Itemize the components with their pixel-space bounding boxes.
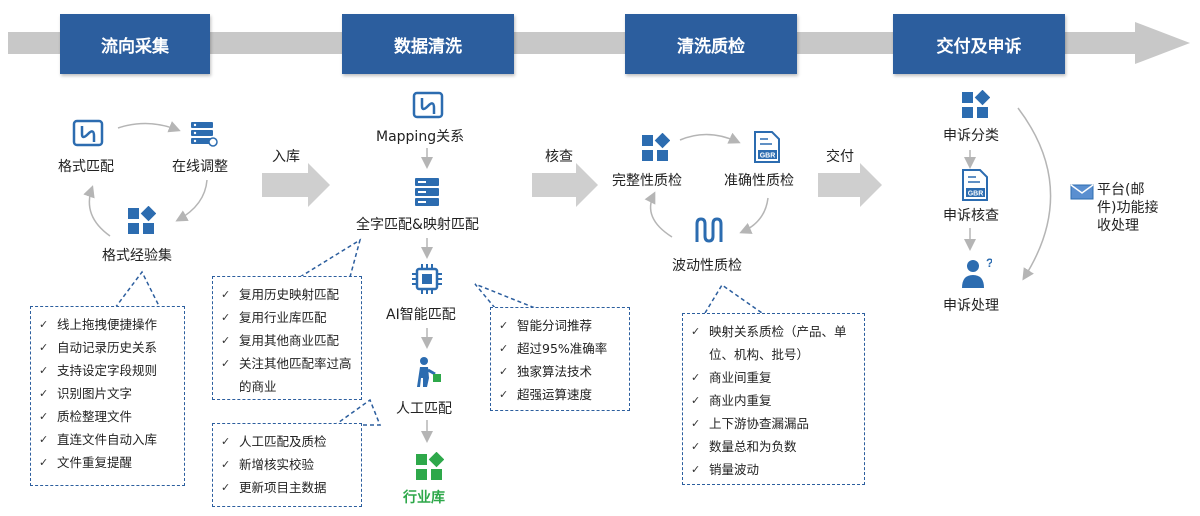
appeal-classify-label: 申诉分类 — [943, 128, 999, 144]
deliver-arrow — [818, 163, 882, 207]
appeal-classify-icon — [962, 90, 990, 118]
accuracy-label: 准确性质检 — [724, 173, 794, 189]
list-item: 超过95%准确率 — [499, 337, 621, 360]
stage-data-cleaning: 数据清洗 — [342, 14, 514, 74]
qa-features-box: 映射关系质检（产品、单位、机构、批号） 商业间重复 商业内重复 上下游协查漏漏品… — [682, 313, 865, 485]
stage-delivery-appeal: 交付及申诉 — [893, 14, 1065, 74]
list-item: 超强运算速度 — [499, 383, 621, 406]
online-adjust-label: 在线调整 — [172, 159, 228, 175]
wave-icon — [695, 217, 723, 243]
list-item: 文件重复提醒 — [39, 451, 176, 474]
list-item: 线上拖拽便捷操作 — [39, 313, 176, 336]
question-mark: ? — [986, 256, 992, 270]
support-person-icon: ? — [962, 256, 992, 288]
list-item: 数量总和为负数 — [691, 435, 856, 458]
format-match-label: 格式匹配 — [58, 159, 114, 175]
platform-handling-text: 平台(邮件)功能接收处理 — [1097, 182, 1159, 234]
list-item: 复用历史映射匹配 — [221, 283, 353, 306]
list-item: 支持设定字段规则 — [39, 359, 176, 382]
ai-match-label: AI智能匹配 — [386, 307, 456, 323]
manual-worker-icon — [417, 357, 441, 387]
list-item: 直连文件自动入库 — [39, 428, 176, 451]
list-item: 商业间重复 — [691, 366, 856, 389]
ai-features-box: 智能分词推荐 超过95%准确率 独家算法技术 超强运算速度 — [490, 307, 630, 411]
industry-library-label: 行业库 — [403, 490, 445, 506]
gbr-text: GBR — [968, 191, 984, 198]
store-label: 入库 — [272, 149, 300, 165]
database-icon — [415, 178, 439, 206]
experience-grid-icon — [128, 206, 156, 234]
server-adjust-icon — [191, 122, 218, 147]
stage-cleaning-qa: 清洗质检 — [625, 14, 797, 74]
manual-match-label: 人工匹配 — [396, 401, 452, 417]
collection-features-box: 线上拖拽便捷操作 自动记录历史关系 支持设定字段规则 识别图片文字 质检整理文件… — [30, 306, 185, 486]
list-item: 复用行业库匹配 — [221, 306, 353, 329]
check-arrow — [532, 163, 598, 207]
ai-chip-icon — [412, 264, 442, 294]
completeness-label: 完整性质检 — [612, 173, 682, 189]
list-item: 上下游协查漏漏品 — [691, 412, 856, 435]
format-experience-label: 格式经验集 — [102, 248, 172, 264]
list-item: 人工匹配及质检 — [221, 430, 353, 453]
appeal-handle-label: 申诉处理 — [943, 298, 999, 314]
list-item: 自动记录历史关系 — [39, 336, 176, 359]
check-label: 核查 — [545, 149, 573, 165]
mapping-label: Mapping关系 — [376, 129, 465, 145]
mapping-icon — [412, 91, 444, 119]
list-item: 商业内重复 — [691, 389, 856, 412]
list-item: 关注其他匹配率过高的商业 — [221, 352, 353, 398]
mail-icon — [1070, 184, 1094, 200]
list-item: 复用其他商业匹配 — [221, 329, 353, 352]
manual-features-box: 人工匹配及质检 新增核实校验 更新项目主数据 — [212, 423, 362, 507]
store-arrow — [262, 163, 330, 207]
list-item: 新增核实校验 — [221, 453, 353, 476]
deliver-label: 交付 — [826, 149, 854, 165]
reuse-match-box: 复用历史映射匹配 复用行业库匹配 复用其他商业匹配 关注其他匹配率过高的商业 — [212, 276, 362, 400]
gbr-text: GBR — [760, 153, 776, 160]
list-item: 更新项目主数据 — [221, 476, 353, 499]
industry-library-icon — [416, 452, 444, 480]
appeal-verify-label: 申诉核查 — [943, 208, 999, 224]
list-item: 识别图片文字 — [39, 382, 176, 405]
list-item: 独家算法技术 — [499, 360, 621, 383]
format-match-icon — [72, 119, 104, 147]
full-match-label: 全字匹配&映射匹配 — [356, 217, 479, 233]
list-item: 销量波动 — [691, 458, 856, 481]
appeal-gbr-document-icon: GBR — [962, 169, 988, 201]
list-item: 映射关系质检（产品、单位、机构、批号） — [691, 320, 856, 366]
completeness-grid-icon — [642, 133, 670, 161]
gbr-document-icon: GBR — [754, 131, 780, 163]
list-item: 质检整理文件 — [39, 405, 176, 428]
list-item: 智能分词推荐 — [499, 314, 621, 337]
volatility-label: 波动性质检 — [672, 258, 742, 274]
stage-flow-collection: 流向采集 — [60, 14, 210, 74]
